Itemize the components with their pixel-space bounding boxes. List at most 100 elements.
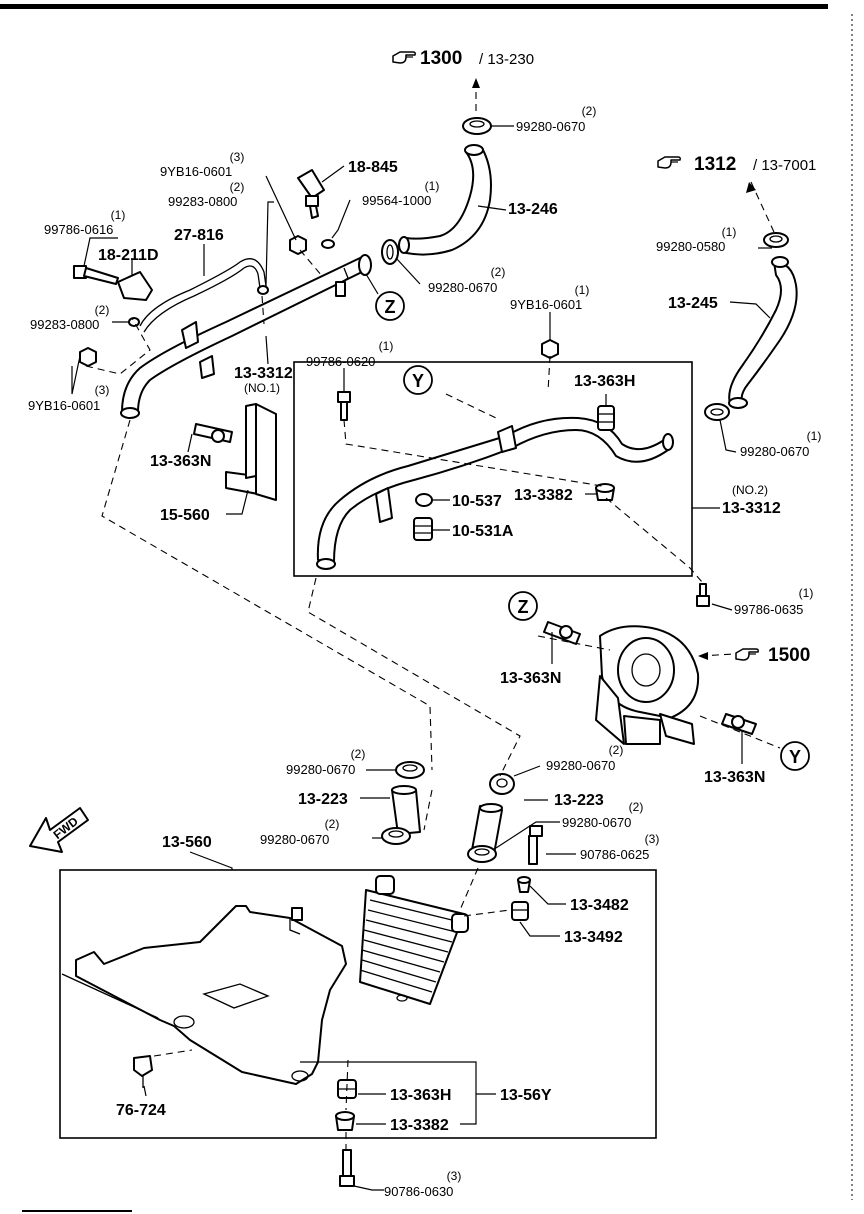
svg-text:13-3382: 13-3382 bbox=[514, 487, 573, 504]
hand-pointer-icon bbox=[392, 51, 416, 64]
svg-text:13-3492: 13-3492 bbox=[564, 929, 623, 946]
marker-z-upper[interactable]: Z bbox=[375, 291, 405, 321]
arrow-up-icon bbox=[472, 78, 480, 88]
label-15-560[interactable]: 15-560 bbox=[160, 507, 210, 524]
label-99280-0670-c[interactable]: (1) 99280-0670 bbox=[740, 429, 821, 459]
ref-1312-main: 1312 bbox=[694, 154, 736, 175]
label-99280-0580[interactable]: (1) 99280-0580 bbox=[656, 225, 736, 254]
label-90786-0630[interactable]: (3) 90786-0630 bbox=[384, 1169, 461, 1199]
marker-y-lower[interactable]: Y bbox=[780, 741, 810, 771]
svg-text:99280-0670: 99280-0670 bbox=[428, 280, 497, 295]
label-13-3382-b[interactable]: 13-3382 bbox=[390, 1117, 449, 1134]
label-13-3382-a[interactable]: 13-3382 bbox=[514, 487, 573, 504]
label-9yb16-0601-c[interactable]: (3) 9YB16-0601 bbox=[28, 383, 109, 413]
ref-1312-sub: / 13-7001 bbox=[753, 157, 816, 174]
label-99283-0800-a[interactable]: (2) 99283-0800 bbox=[168, 180, 244, 209]
insulator-13-363h-a bbox=[597, 405, 615, 431]
ref-1300-main: 1300 bbox=[420, 48, 462, 69]
label-13-560[interactable]: 13-560 bbox=[162, 834, 212, 851]
marker-y-upper[interactable]: Y bbox=[403, 365, 433, 395]
hose-13-223-a bbox=[391, 785, 421, 835]
svg-text:18-211D: 18-211D bbox=[98, 247, 159, 264]
label-13-56y[interactable]: 13-56Y bbox=[500, 1087, 552, 1104]
label-13-3482[interactable]: 13-3482 bbox=[570, 897, 629, 914]
pipe-13-3312-no2 bbox=[316, 416, 674, 570]
label-99280-0670-a[interactable]: (2) 99280-0670 bbox=[516, 104, 596, 134]
ref-1300[interactable]: 1300 / 13-230 bbox=[392, 48, 534, 69]
label-99786-0620[interactable]: (1) 99786-0620 bbox=[306, 339, 393, 369]
label-13-363h-a[interactable]: 13-363H bbox=[574, 373, 635, 390]
clamp-99280-0670-g bbox=[467, 845, 497, 863]
label-76-724[interactable]: 76-724 bbox=[116, 1102, 166, 1119]
marker-y-upper-label: Y bbox=[412, 371, 424, 391]
svg-text:99280-0580: 99280-0580 bbox=[656, 239, 725, 254]
clamp-top bbox=[462, 117, 492, 135]
bolt-90786-0630 bbox=[339, 1149, 355, 1187]
label-99280-0670-f[interactable]: (2) 99280-0670 bbox=[260, 817, 339, 847]
fitting-99564-1000 bbox=[321, 239, 335, 249]
svg-text:13-245: 13-245 bbox=[668, 295, 718, 312]
svg-text:10-537: 10-537 bbox=[452, 493, 502, 510]
label-13-3492[interactable]: 13-3492 bbox=[564, 929, 623, 946]
label-99283-0800-b[interactable]: (2) 99283-0800 bbox=[30, 303, 109, 332]
ref-1312[interactable]: 1312 / 13-7001 bbox=[657, 154, 816, 175]
pipe-13-3312-no1 bbox=[120, 254, 372, 419]
label-99280-0670-e[interactable]: (2) 99280-0670 bbox=[546, 743, 623, 773]
clip-99283-0800-b bbox=[128, 317, 140, 327]
svg-text:13-363H: 13-363H bbox=[390, 1087, 451, 1104]
hand-pointer-icon bbox=[657, 156, 681, 169]
label-13-363n-a[interactable]: 13-363N bbox=[150, 453, 211, 470]
label-99786-0616[interactable]: (1) 99786-0616 bbox=[44, 208, 125, 237]
svg-text:10-531A: 10-531A bbox=[452, 523, 514, 540]
label-13-223-b[interactable]: 13-223 bbox=[554, 792, 604, 809]
label-99280-0670-d[interactable]: (2) 99280-0670 bbox=[286, 747, 365, 777]
label-13-246[interactable]: 13-246 bbox=[508, 201, 558, 218]
fitting-13-363n-a bbox=[193, 423, 233, 443]
bolt-99786-0620 bbox=[337, 391, 351, 421]
svg-text:(2): (2) bbox=[629, 800, 644, 814]
label-9yb16-0601-b[interactable]: (1) 9YB16-0601 bbox=[510, 283, 589, 312]
label-13-245[interactable]: 13-245 bbox=[668, 295, 718, 312]
collar-13-3382-b bbox=[335, 1111, 355, 1131]
label-10-531a[interactable]: 10-531A bbox=[452, 523, 514, 540]
label-99280-0670-b[interactable]: (2) 99280-0670 bbox=[428, 265, 505, 295]
svg-text:(1): (1) bbox=[807, 429, 822, 443]
svg-text:(1): (1) bbox=[799, 586, 814, 600]
hose-13-245 bbox=[728, 256, 798, 409]
label-99564-1000[interactable]: (1) 99564-1000 bbox=[362, 179, 439, 208]
bolt-90786-0625 bbox=[528, 825, 543, 865]
svg-text:(1): (1) bbox=[425, 179, 440, 193]
label-13-3312-no1[interactable]: 13-3312 (NO.1) bbox=[234, 365, 293, 395]
label-9yb16-0601-a[interactable]: (3) 9YB16-0601 bbox=[160, 150, 244, 179]
svg-text:13-223: 13-223 bbox=[554, 792, 604, 809]
label-13-363n-b[interactable]: 13-363N bbox=[500, 670, 561, 687]
label-13-3312-no2[interactable]: (NO.2) 13-3312 bbox=[722, 483, 781, 517]
svg-text:15-560: 15-560 bbox=[160, 507, 210, 524]
svg-text:13-560: 13-560 bbox=[162, 834, 212, 851]
marker-y-lower-label: Y bbox=[789, 747, 801, 767]
box-13-560 bbox=[59, 869, 657, 1139]
label-13-223-a[interactable]: 13-223 bbox=[298, 791, 348, 808]
label-90786-0625[interactable]: (3) 90786-0625 bbox=[580, 832, 659, 862]
collar-10-537 bbox=[415, 493, 433, 507]
label-18-211d[interactable]: 18-211D bbox=[98, 247, 159, 264]
svg-text:(3): (3) bbox=[95, 383, 110, 397]
svg-text:(2): (2) bbox=[582, 104, 597, 118]
ref-1500[interactable]: 1500 bbox=[735, 645, 810, 666]
svg-text:(NO.1): (NO.1) bbox=[244, 381, 280, 395]
dash-leader bbox=[750, 181, 775, 233]
collar-13-3382-a bbox=[595, 483, 615, 501]
clamp-99280-0580 bbox=[763, 232, 789, 248]
svg-text:(2): (2) bbox=[325, 817, 340, 831]
marker-z-lower[interactable]: Z bbox=[508, 591, 538, 621]
label-99786-0635[interactable]: (1) 99786-0635 bbox=[734, 586, 813, 617]
svg-text:99786-0635: 99786-0635 bbox=[734, 602, 803, 617]
label-18-845[interactable]: 18-845 bbox=[348, 159, 398, 176]
label-99280-0670-g[interactable]: (2) 99280-0670 bbox=[562, 800, 643, 830]
label-27-816[interactable]: 27-816 bbox=[174, 227, 224, 244]
label-13-363n-c[interactable]: 13-363N bbox=[704, 769, 765, 786]
label-10-537[interactable]: 10-537 bbox=[452, 493, 502, 510]
label-13-363h-b[interactable]: 13-363H bbox=[390, 1087, 451, 1104]
svg-text:13-363N: 13-363N bbox=[150, 453, 211, 470]
